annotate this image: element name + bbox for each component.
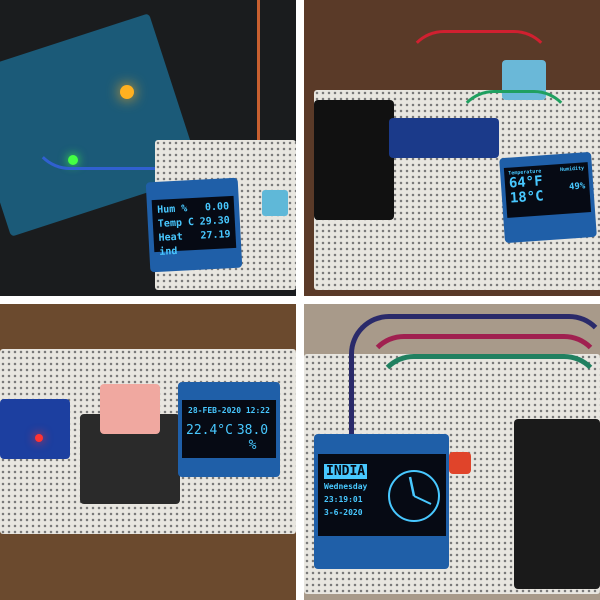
photo-esp-clock: INDIA Wednesday 23:19:01 3-6-2020 — [304, 304, 600, 600]
humidity-value: 38.0 % — [236, 423, 269, 453]
reading-label: Heat ind — [158, 231, 183, 258]
humidity-value: 49% — [568, 181, 586, 193]
red-component — [449, 452, 471, 474]
connector — [100, 384, 160, 434]
power-led — [120, 85, 134, 99]
power-module — [314, 100, 394, 220]
wire — [374, 354, 600, 514]
esp-board — [514, 419, 600, 589]
wire — [60, 0, 260, 180]
temperature-value: 22.4°C — [186, 423, 233, 438]
wire — [404, 30, 554, 180]
red-led — [35, 434, 43, 442]
time: 23:19:01 — [324, 495, 363, 504]
oled-screen: INDIA Wednesday 23:19:01 3-6-2020 — [318, 454, 446, 536]
reading-value: 27.19 — [200, 229, 231, 242]
reading-row: Heat ind 27.19 — [158, 228, 231, 260]
wire — [349, 314, 600, 514]
wire — [30, 0, 260, 170]
dht-sensor — [262, 190, 288, 216]
datetime: 28-FEB-2020 12:22 — [188, 406, 270, 415]
analog-clock-icon — [388, 470, 440, 522]
country-label: INDIA — [324, 464, 368, 479]
wire — [454, 90, 574, 190]
temp-c: 18°C — [509, 188, 545, 207]
reading-value: 0.00 — [204, 201, 230, 214]
date: 3-6-2020 — [324, 508, 363, 517]
weekday: Wednesday — [324, 482, 368, 491]
wire — [364, 334, 600, 514]
oled-module: INDIA Wednesday 23:19:01 3-6-2020 — [314, 434, 449, 569]
microcontroller-board — [0, 399, 70, 459]
